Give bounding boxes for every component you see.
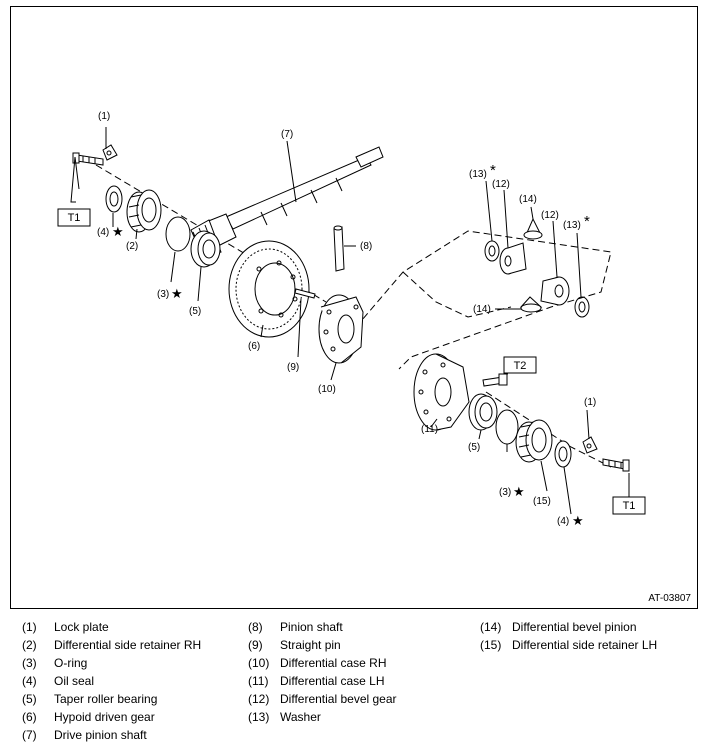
exploded-diagram-frame: T1 T1 T2 (1) (1) (2) (3) ★ (3) ★ (4) ★ (… <box>10 6 698 609</box>
legend-item: (15)Differential side retainer LH <box>480 638 658 652</box>
side-retainer-rh <box>126 189 162 233</box>
callout-12-upper: (12) <box>492 179 510 190</box>
oil-seal-right <box>554 440 572 468</box>
oil-seal-left <box>105 185 123 213</box>
taper-roller-bearing-right <box>468 393 498 431</box>
bevel-gear-upper <box>499 242 527 275</box>
pinion-shaft <box>333 225 345 272</box>
callout-1-left: (1) <box>98 111 110 122</box>
legend-item: (10)Differential case RH <box>248 656 387 670</box>
torque-box-t1-right: T1 <box>612 496 646 515</box>
legend-item: (7)Drive pinion shaft <box>22 728 147 742</box>
legend-item: (12)Differential bevel gear <box>248 692 397 706</box>
asterisk-13-lower: * <box>584 213 590 230</box>
callout-labels: (1) (1) (2) (3) ★ (3) ★ (4) ★ (4) ★ (5) … <box>97 111 596 528</box>
legend-item: (1)Lock plate <box>22 620 109 634</box>
hypoid-driven-gear <box>228 240 310 338</box>
exploded-diagram: T1 T1 T2 (1) (1) (2) (3) ★ (3) ★ (4) ★ (… <box>57 111 646 528</box>
callout-7: (7) <box>281 129 293 140</box>
callout-8: (8) <box>360 241 372 252</box>
legend-item: (5)Taper roller bearing <box>22 692 158 706</box>
callout-5-right: (5) <box>468 442 480 453</box>
callout-2: (2) <box>126 241 138 252</box>
svg-text:T2: T2 <box>514 360 527 372</box>
callout-5-left: (5) <box>189 306 201 317</box>
legend-item: (8)Pinion shaft <box>248 620 343 634</box>
callout-13-lower: (13) <box>563 220 581 231</box>
asterisk-13-upper: * <box>490 162 496 179</box>
figure-id: AT-03807 <box>648 593 691 604</box>
star-3-left: ★ <box>171 286 183 301</box>
drive-pinion-shaft <box>190 146 384 258</box>
legend-item: (11)Differential case LH <box>248 674 385 688</box>
o-ring-left <box>165 216 191 252</box>
leader-lines <box>70 127 630 515</box>
callout-1-right: (1) <box>584 397 596 408</box>
callout-11: (11) <box>421 424 438 435</box>
taper-roller-bearing-left <box>190 230 221 268</box>
star-4-right: ★ <box>572 513 584 528</box>
side-retainer-lh <box>515 419 553 463</box>
bevel-pinion-upper <box>523 217 543 240</box>
legend-item: (13)Washer <box>248 710 321 724</box>
callout-4-right: (4) <box>557 516 569 527</box>
callout-14-lower: (14) <box>473 304 491 315</box>
differential-case-lh <box>413 353 470 431</box>
callout-10: (10) <box>318 384 336 395</box>
straight-pin <box>294 288 316 299</box>
star-3-right: ★ <box>513 484 525 499</box>
bolt-right <box>602 458 630 472</box>
callout-3-left: (3) <box>157 289 169 300</box>
callout-9: (9) <box>287 362 299 373</box>
washer-lower <box>574 296 590 318</box>
callout-15: (15) <box>533 496 551 507</box>
washer-upper <box>484 240 500 262</box>
callout-13-upper: (13) <box>469 169 487 180</box>
callout-12-lower: (12) <box>541 210 559 221</box>
svg-text:T1: T1 <box>623 500 636 512</box>
callout-4-left: (4) <box>97 227 109 238</box>
legend-item: (6)Hypoid driven gear <box>22 710 155 724</box>
lock-plate-left <box>102 144 118 161</box>
callout-14-upper: (14) <box>519 194 537 205</box>
callout-6: (6) <box>248 341 260 352</box>
parts-legend: (1)Lock plate (2)Differential side retai… <box>0 620 711 753</box>
lock-plate-right <box>582 436 598 454</box>
callout-3-right: (3) <box>499 487 511 498</box>
torque-box-t2: T2 <box>503 356 537 374</box>
torque-box-t1-left: T1 <box>57 208 91 227</box>
o-ring-right <box>495 409 519 445</box>
bolt-left <box>72 152 104 166</box>
legend-item: (4)Oil seal <box>22 674 95 688</box>
bolt-t2 <box>482 373 508 387</box>
differential-case-rh <box>318 294 364 364</box>
star-4-left: ★ <box>112 224 124 239</box>
svg-text:T1: T1 <box>68 212 81 224</box>
legend-item: (2)Differential side retainer RH <box>22 638 202 652</box>
legend-item: (14)Differential bevel pinion <box>480 620 637 634</box>
bevel-pinion-lower <box>519 296 543 313</box>
legend-item: (3)O-ring <box>22 656 88 670</box>
bevel-gear-lower <box>540 276 570 306</box>
legend-item: (9)Straight pin <box>248 638 341 652</box>
